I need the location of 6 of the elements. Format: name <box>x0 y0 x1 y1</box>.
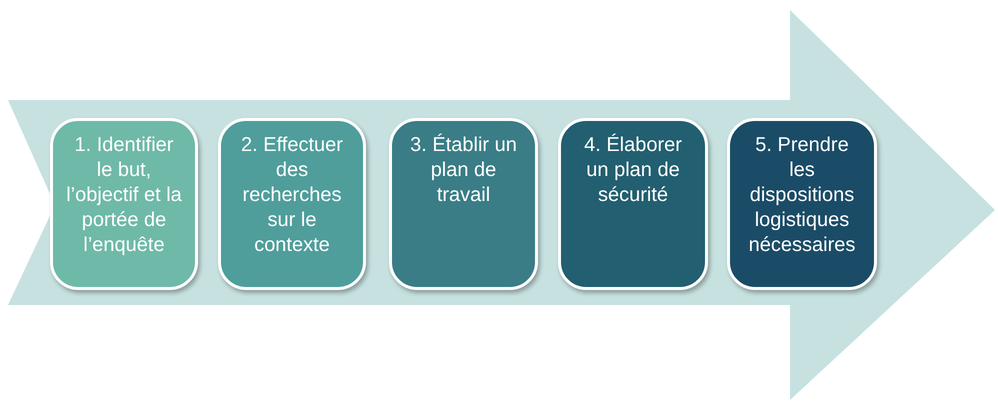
step-box: 2. Effectuer des recherches sur le contexte <box>218 118 366 290</box>
step-box: 5. Prendre les dispositions logistiques nécessaires <box>727 118 877 290</box>
step-box: 3. Établir un plan de travail <box>389 118 538 290</box>
step-box: 1. Identifier le but, l’objectif et la portée de l’enquête <box>50 118 198 290</box>
step-box: 4. Élaborer un plan de sécurité <box>558 118 708 290</box>
arrow-band <box>8 10 996 402</box>
